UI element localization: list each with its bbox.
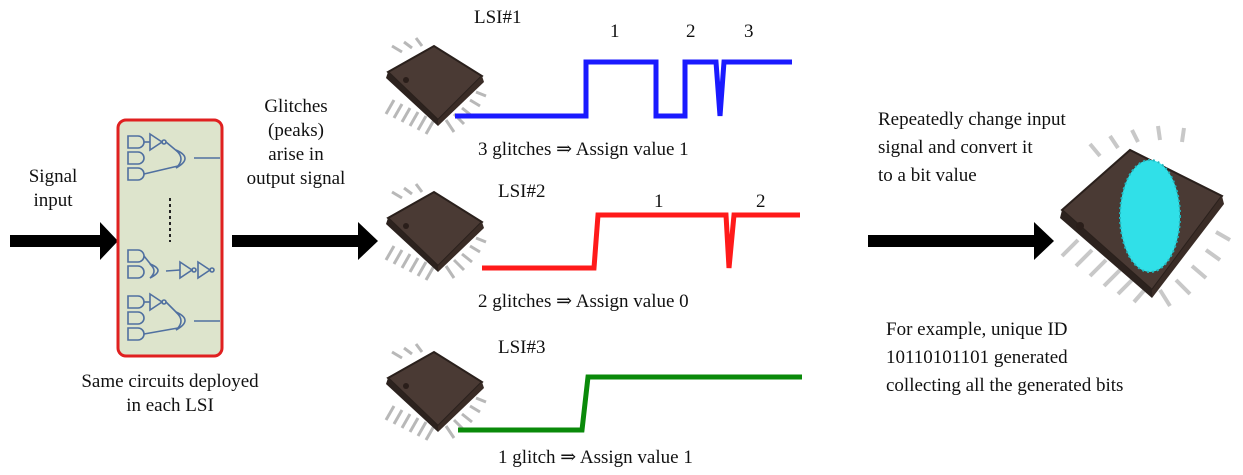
lsi1-result: 3 glitches ⇒ Assign value 1: [478, 139, 689, 160]
lsi1-peak-3: 3: [744, 21, 754, 42]
lsi1-waveform: [455, 59, 792, 119]
signal-input-line1: Signal: [28, 166, 78, 187]
lsi2-chip-icon: [384, 182, 488, 282]
circuit-caption: Same circuits deployed in each LSI: [40, 370, 300, 418]
lsi2-peak-2: 2: [756, 191, 766, 212]
input-arrow: [10, 222, 118, 260]
process-note-line3: to a bit value: [878, 165, 977, 186]
glitch-note-line3: arise in: [268, 144, 324, 165]
lsi2-label: LSI#2: [498, 181, 546, 202]
glitch-note-line4: output signal: [246, 168, 346, 189]
signal-input-line2: input: [33, 190, 73, 211]
glitch-note-line2: (peaks): [268, 120, 324, 141]
lsi1-label: LSI#1: [474, 7, 522, 28]
lsi1-peak-1: 1: [610, 21, 620, 42]
glitch-note: Glitches (peaks) arise in output signal: [226, 95, 366, 191]
process-note-line1: Repeatedly change input: [878, 109, 1066, 130]
result-id-line1: For example, unique ID: [886, 319, 1068, 340]
process-note: Repeatedly change input signal and conve…: [878, 108, 1066, 188]
circuit-caption-line2: in each LSI: [126, 395, 214, 416]
lsi2-result: 2 glitches ⇒ Assign value 0: [478, 291, 689, 312]
result-chip-icon: [1060, 125, 1231, 308]
circuit-caption-line1: Same circuits deployed: [81, 371, 259, 392]
lsi1-chip-icon: [384, 36, 488, 136]
lsi2-waveform: [482, 212, 800, 271]
lsi3-label: LSI#3: [498, 337, 546, 358]
signal-input-label: Signal input: [18, 165, 88, 213]
lsi2-peak-1: 1: [654, 191, 664, 212]
process-note-line2: signal and convert it: [878, 137, 1033, 158]
lsi3-waveform: [458, 374, 802, 433]
result-id-line3: collecting all the generated bits: [886, 375, 1124, 396]
result-id-line2: 10110101101 generated: [886, 347, 1068, 368]
output-arrow: [232, 222, 378, 260]
lsi1-peak-2: 2: [686, 21, 696, 42]
circuit-block: [116, 118, 224, 358]
lsi3-result: 1 glitch ⇒ Assign value 1: [498, 447, 693, 468]
lsi3-chip-icon: [384, 342, 488, 442]
result-id-note: For example, unique ID 10110101101 gener…: [886, 318, 1123, 398]
glitch-note-line1: Glitches: [264, 96, 328, 117]
convert-arrow: [868, 222, 1054, 260]
